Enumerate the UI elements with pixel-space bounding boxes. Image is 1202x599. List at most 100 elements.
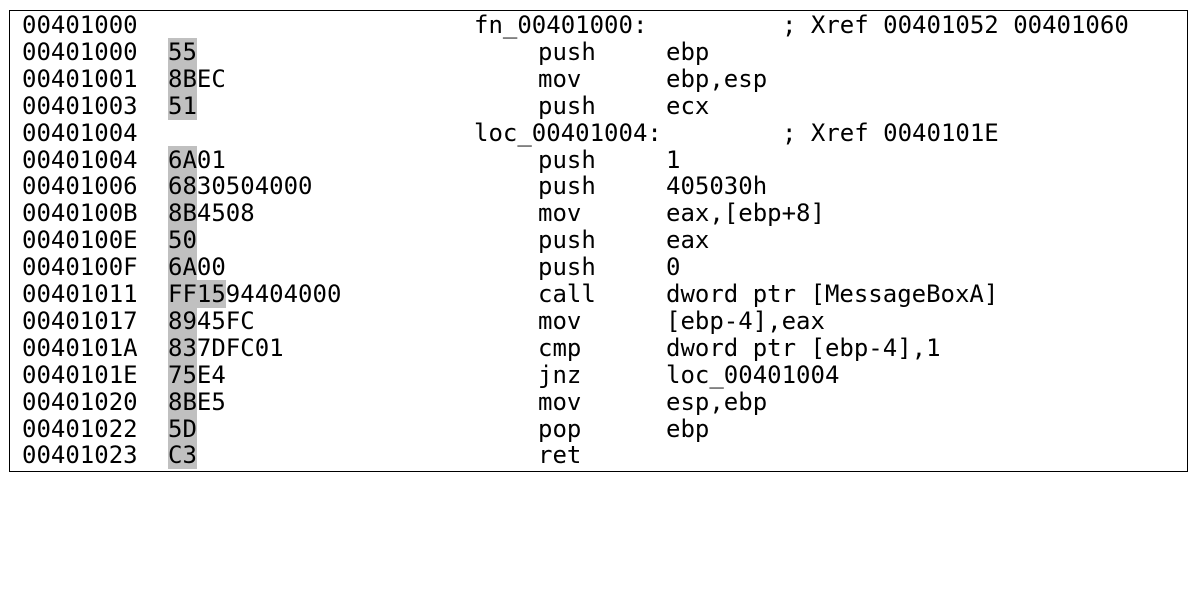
opcode-bytes: 50 [168,226,197,255]
operand-bytes: 00 [196,253,226,282]
instruction-bytes: 6830504000 [168,172,313,201]
instruction-row: 00401000 55 push ebp [10,37,1187,66]
instruction-bytes: FF1594404000 [168,280,342,308]
instruction-bytes: 8BEC [168,64,226,93]
address: 00401004 [22,145,138,174]
mnemonic: push [538,37,596,66]
label-row: 00401004 loc_00401004: ; Xref 0040101E [10,120,1187,146]
address: 00401017 [22,306,138,335]
opcode-bytes: 75 [168,360,197,389]
loop-label: loc_00401004: [474,118,662,147]
opcode-bytes: 51 [168,91,197,120]
mnemonic: pop [538,414,582,443]
mnemonic: mov [538,387,582,416]
operand-bytes: 4508 [196,199,255,228]
operands: 1 [666,145,681,174]
mnemonic: cmp [538,333,582,362]
instruction-bytes: C3 [168,441,197,470]
operands: eax,[ebp+8] [666,199,825,228]
instruction-row: 0040100F 6A00 push 0 [10,253,1187,282]
xref-comment: ; Xref 0040101E [782,118,999,147]
operands: loc_00401004 [666,360,840,389]
mnemonic: jnz [538,360,582,389]
instruction-bytes: 8BE5 [168,387,226,416]
instruction-bytes: 5D [168,414,197,443]
mnemonic: push [538,172,596,201]
operands: ebp [666,37,710,66]
operands: dword ptr [ebp-4],1 [666,333,941,362]
instruction-row: 00401003 51 push ecx [10,91,1187,120]
instruction-bytes: 75E4 [168,360,226,389]
instruction-row: 00401023 C3 ret [10,441,1187,470]
mnemonic: mov [538,199,582,228]
operands: dword ptr [MessageBoxA] [666,280,999,308]
opcode-bytes: 55 [168,37,197,66]
address: 00401020 [22,387,138,416]
opcode-bytes: 89 [168,306,197,335]
opcode-bytes: 83 [168,333,197,362]
operands: ebp,esp [666,64,768,93]
mnemonic: call [538,280,596,308]
opcode-bytes: 6A [168,253,197,282]
address: 00401023 [22,441,138,470]
mnemonic: push [538,226,596,255]
label-row: 00401000 fn_00401000: ; Xref 00401052 00… [10,12,1187,38]
operand-bytes: 7DFC01 [196,333,284,362]
operands: [ebp-4],eax [666,306,825,335]
operand-bytes: 30504000 [196,172,313,201]
instruction-bytes: 8B4508 [168,199,255,228]
instruction-row: 00401006 6830504000 push 405030h [10,172,1187,201]
operands: 0 [666,253,681,282]
instruction-bytes: 6A00 [168,253,226,282]
instruction-row: 00401004 6A01 push 1 [10,145,1187,174]
opcode-bytes: 8B [168,387,197,416]
operand-bytes: 45FC [196,306,255,335]
address: 0040101E [22,360,138,389]
opcode-bytes: FF15 [168,280,226,308]
operand-bytes: E4 [196,360,226,389]
address: 00401000 [22,37,138,66]
instruction-bytes: 51 [168,91,197,120]
mnemonic: mov [538,306,582,335]
instruction-row: 0040101E 75E4 jnz loc_00401004 [10,360,1187,389]
address: 00401022 [22,414,138,443]
instruction-bytes: 6A01 [168,145,226,174]
opcode-bytes: 8B [168,199,197,228]
function-label: fn_00401000: [474,11,648,39]
instruction-row: 0040100E 50 push eax [10,226,1187,255]
opcode-bytes: C3 [168,441,197,470]
address: 00401004 [22,118,138,147]
address: 00401003 [22,91,138,120]
address: 00401011 [22,280,138,308]
instruction-row: 00401020 8BE5 mov esp,ebp [10,387,1187,416]
address: 0040100B [22,199,138,228]
operand-bytes: E5 [196,387,226,416]
opcode-bytes: 8B [168,64,197,93]
instruction-row: 00401022 5D pop ebp [10,414,1187,443]
xref-comment: ; Xref 00401052 00401060 [782,11,1129,39]
mnemonic: push [538,91,596,120]
mnemonic: push [538,145,596,174]
operand-bytes: EC [196,64,226,93]
disassembly-listing: 00401000 fn_00401000: ; Xref 00401052 00… [9,10,1188,472]
instruction-row: 0040100B 8B4508 mov eax,[ebp+8] [10,199,1187,228]
address: 0040100E [22,226,138,255]
instruction-bytes: 8945FC [168,306,255,335]
address: 00401000 [22,11,138,39]
instruction-row: 0040101A 837DFC01 cmp dword ptr [ebp-4],… [10,333,1187,362]
operands: ecx [666,91,710,120]
address: 0040101A [22,333,138,362]
operands: esp,ebp [666,387,768,416]
opcode-bytes: 5D [168,414,197,443]
address: 00401001 [22,64,138,93]
instruction-row: 00401001 8BEC mov ebp,esp [10,64,1187,93]
operand-bytes: 94404000 [225,280,342,308]
address: 00401006 [22,172,138,201]
operands: 405030h [666,172,768,201]
mnemonic: push [538,253,596,282]
opcode-bytes: 6A [168,145,197,174]
address: 0040100F [22,253,138,282]
instruction-bytes: 837DFC01 [168,333,284,362]
opcode-bytes: 68 [168,172,197,201]
instruction-bytes: 50 [168,226,197,255]
